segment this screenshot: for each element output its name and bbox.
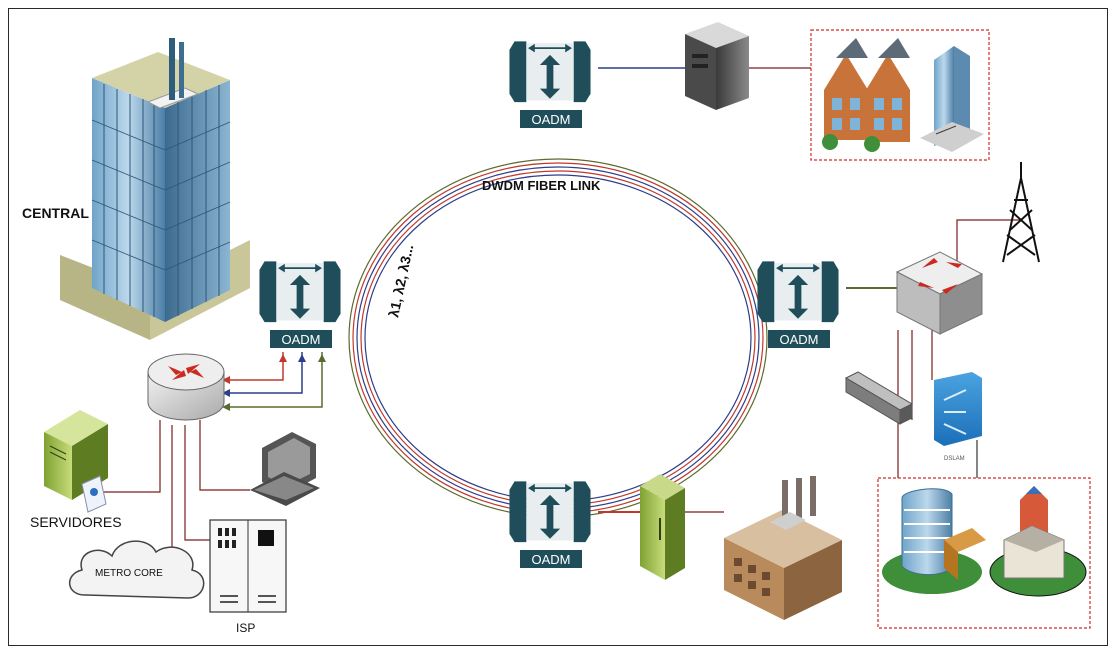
switch-icon	[895, 251, 984, 335]
isp-rack-icon	[209, 519, 287, 613]
computer-icon	[250, 432, 320, 506]
oadm-bottom-label: OADM	[532, 552, 571, 567]
oadm-top	[508, 40, 592, 128]
hub-icon	[844, 371, 914, 425]
metro-core-label: METRO CORE	[95, 568, 163, 579]
factory-icon	[724, 476, 842, 620]
office-icon	[882, 488, 986, 594]
router-icon	[147, 353, 225, 421]
oadm-top-label: OADM	[532, 112, 571, 127]
central-label: CENTRAL	[22, 205, 89, 221]
dslam-icon	[934, 372, 982, 446]
cabinet-icon	[685, 22, 749, 110]
building-icon	[60, 38, 250, 340]
cabinet-green-icon	[640, 474, 685, 580]
oadm-left	[258, 260, 342, 348]
server-icon	[44, 410, 108, 513]
oadm-right-label: OADM	[780, 332, 819, 347]
wavelength-label: λ1, λ2, λ3...	[385, 243, 416, 319]
diagram-frame	[8, 8, 1108, 646]
ring-label: DWDM FIBER LINK	[482, 178, 601, 193]
church-icon	[989, 486, 1087, 597]
tower-icon	[1002, 162, 1040, 263]
houses-icon	[822, 38, 984, 152]
oadm-left-label: OADM	[282, 332, 321, 347]
cloud-icon	[69, 540, 205, 599]
arrow-heads	[222, 354, 326, 411]
oadm-bottom	[508, 480, 592, 568]
houses-group-border	[810, 29, 990, 161]
buildings-group-border	[877, 477, 1091, 629]
oadm-right	[756, 260, 840, 348]
dslam-label: DSLAM	[944, 456, 965, 462]
servers-label: SERVIDORES	[30, 514, 122, 530]
isp-label: ISP	[236, 621, 255, 635]
dwdm-ring	[348, 158, 768, 518]
